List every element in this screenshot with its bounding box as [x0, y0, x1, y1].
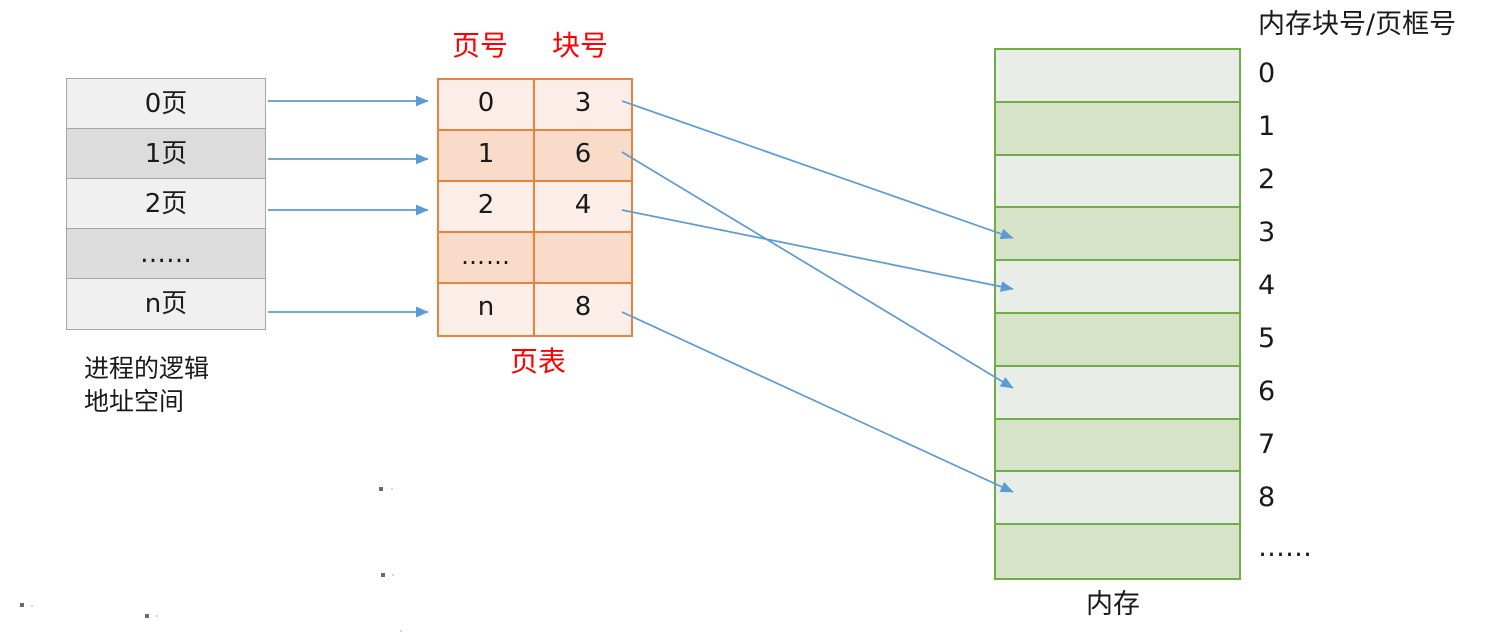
page-number-cell: ……	[439, 233, 535, 282]
list-item: ……	[67, 229, 265, 279]
scan-speckle	[400, 630, 402, 632]
memory-frame	[996, 155, 1239, 209]
cropped-title-remnant	[18, 0, 438, 4]
scan-speckle	[145, 614, 149, 618]
logical-address-space-caption: 进程的逻辑 地址空间	[84, 354, 210, 416]
memory-frame	[996, 366, 1239, 420]
scan-speckle	[391, 488, 393, 490]
memory-frame	[996, 102, 1239, 156]
block-number-cell: 8	[574, 292, 592, 322]
page-table: 0 3 1 6 2 4 …… n 8	[437, 78, 633, 337]
page-table-header-page-number: 页号	[452, 29, 509, 62]
scan-speckle	[156, 615, 158, 617]
memory-frames-table	[994, 48, 1241, 580]
block-number-cell: 3	[574, 88, 592, 118]
memory-frame	[996, 208, 1239, 262]
scan-speckle	[20, 603, 24, 607]
memory-frame-label: 4	[1258, 270, 1276, 301]
memory-frame-label: 6	[1258, 376, 1276, 407]
memory-frame	[996, 50, 1239, 103]
table-row: 0 3	[439, 80, 631, 131]
memory-frame-label: 2	[1258, 164, 1276, 195]
page-number-cell: n	[439, 284, 535, 335]
memory-frame-label: 0	[1258, 58, 1276, 89]
memory-frame	[996, 472, 1239, 526]
list-item: 2页	[67, 179, 265, 229]
list-item: 0页	[67, 79, 265, 129]
memory-frame	[996, 313, 1239, 367]
block-number-cell	[535, 233, 631, 282]
table-row: 2 4	[439, 182, 631, 233]
table-row: 1 6	[439, 131, 631, 182]
memory-frame-label: ……	[1258, 532, 1312, 563]
arrow-block6-to-frame6	[621, 151, 1014, 389]
block-number-cell: 4	[574, 190, 592, 220]
memory-frame	[996, 419, 1239, 473]
scan-speckle	[31, 605, 33, 607]
scan-speckle	[392, 574, 394, 576]
memory-frame-label: 8	[1258, 482, 1276, 513]
list-item: 1页	[67, 129, 265, 179]
page-number-cell: 0	[439, 80, 535, 129]
block-number-cell: 6	[574, 139, 592, 169]
arrow-block4-to-frame4	[621, 209, 1014, 292]
page-table-caption: 页表	[510, 345, 567, 378]
memory-frame	[996, 261, 1239, 314]
list-item: n页	[67, 279, 265, 329]
page-number-cell: 2	[439, 182, 535, 231]
scan-speckle	[379, 487, 383, 491]
scan-speckle	[381, 573, 385, 577]
page-number-cell: 1	[439, 131, 535, 180]
table-row: n 8	[439, 284, 631, 335]
memory-frame-label: 3	[1258, 217, 1276, 248]
memory-frame-label: 5	[1258, 323, 1276, 354]
arrow-block8-to-frame8	[621, 311, 1014, 493]
page-table-header-block-number: 块号	[552, 29, 609, 62]
memory-frame-number-header: 内存块号/页框号	[1258, 9, 1457, 40]
arrow-block3-to-frame3	[621, 100, 1014, 240]
logical-address-space-table: 0页 1页 2页 …… n页	[66, 78, 266, 330]
memory-frame	[996, 525, 1239, 578]
memory-frame-label: 7	[1258, 429, 1276, 460]
memory-caption: 内存	[1086, 589, 1140, 620]
table-row: ……	[439, 233, 631, 284]
memory-frame-label: 1	[1258, 111, 1276, 142]
